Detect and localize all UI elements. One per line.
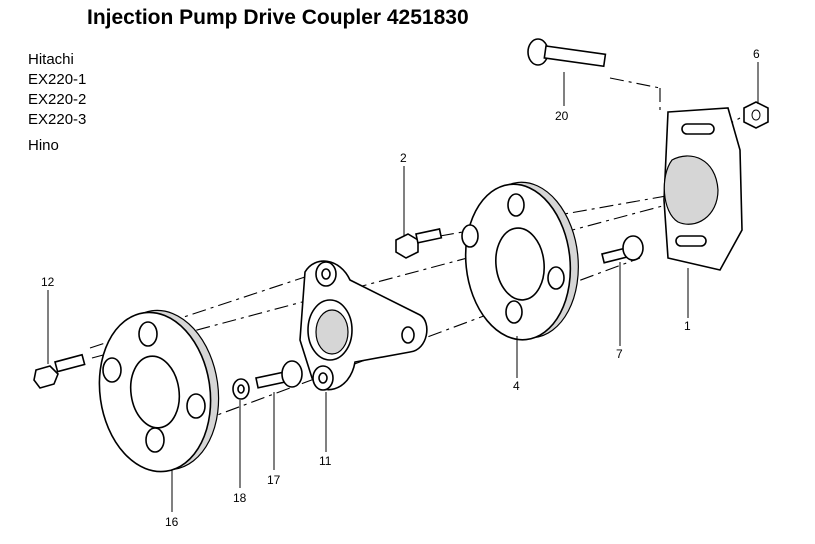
nut-6 [743, 101, 769, 129]
callout-11: 11 [319, 454, 332, 468]
callout-12: 12 [41, 275, 55, 289]
callout-20: 20 [555, 109, 569, 123]
leader-lines [47, 62, 759, 512]
bolt-20 [527, 38, 607, 68]
coupling-hub-11 [299, 260, 428, 391]
callout-4: 4 [513, 379, 520, 393]
callout-18: 18 [233, 491, 247, 505]
page-title: Injection Pump Drive Coupler 4251830 [87, 6, 469, 29]
callout-7: 7 [616, 347, 623, 361]
flange-plate-4 [461, 181, 579, 341]
callout-16: 16 [165, 515, 179, 529]
model-list: Hitachi EX220-1 EX220-2 EX220-3 Hino [28, 50, 86, 162]
bracket-1 [663, 107, 743, 271]
bolt-2 [395, 228, 443, 259]
callout-2: 2 [400, 151, 407, 165]
model-item: EX220-1 [28, 71, 87, 88]
callout-6: 6 [753, 47, 760, 61]
flange-plate-16 [98, 309, 220, 473]
callout-1: 1 [684, 319, 691, 333]
bolt-17 [255, 360, 303, 389]
bolt-7 [601, 235, 644, 264]
engine-label: Hino [28, 137, 59, 154]
washer-18 [232, 378, 250, 400]
model-item: EX220-2 [28, 91, 87, 108]
model-item: EX220-3 [28, 111, 87, 128]
callout-17: 17 [267, 473, 281, 487]
brand-label: Hitachi [28, 51, 74, 68]
bolt-12 [33, 353, 86, 389]
